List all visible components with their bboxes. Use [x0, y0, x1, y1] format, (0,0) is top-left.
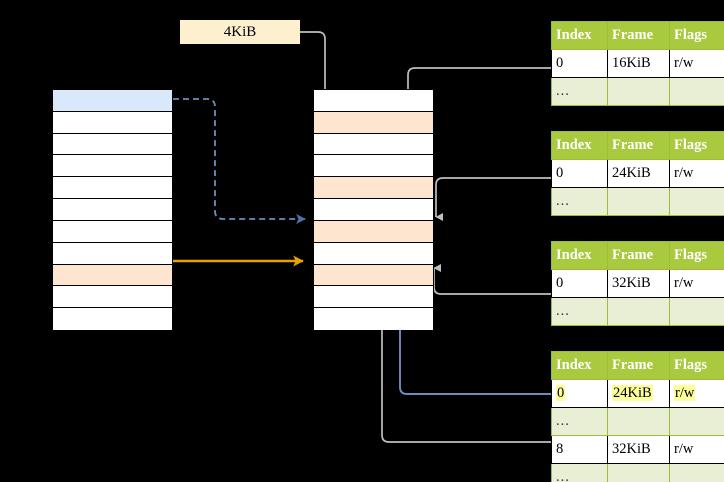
physical-frame-row-4 [314, 177, 433, 200]
page-table-4-header-index: Index [551, 351, 608, 380]
virtual-page-row-8 [53, 264, 172, 287]
physical-frame-row-9 [314, 286, 433, 309]
page-table-1-cell-index: 0 [551, 49, 608, 78]
page-table-3-header-index: Index [551, 241, 608, 270]
virtual-page-row-0 [53, 90, 172, 112]
physical-frame-row-8 [314, 264, 433, 287]
page-table-1-cell-flags [669, 77, 724, 106]
page-table-3-cell-flags [669, 297, 724, 326]
virtual-page-row-9 [53, 286, 172, 309]
page-table-2-cell-index: ... [551, 187, 608, 216]
virtual-address-space-table [52, 89, 173, 330]
page-table-3-cell-index: 0 [551, 269, 608, 298]
highlighted-value: r/w [674, 385, 696, 401]
page-table-4-cell-flags [669, 463, 724, 482]
page-table-3-cell-index: ... [551, 297, 608, 326]
page-table-1-cell-index: ... [551, 77, 608, 106]
page-table-4-row: ... [551, 407, 724, 436]
page-table-2-row: ... [551, 187, 724, 216]
highlighted-value: 24KiB [612, 385, 653, 401]
virtual-page-row-10 [53, 308, 172, 330]
page-table-4-cell-flags [669, 407, 724, 436]
wire-pt2-to-frame [435, 177, 551, 221]
physical-frame-row-6 [314, 220, 433, 243]
page-table-2-cell-flags: r/w [669, 159, 724, 188]
physical-frame-row-0 [314, 90, 433, 112]
frame-size-tag: 4KiB [180, 20, 300, 44]
physical-frame-row-1 [314, 111, 433, 134]
page-table-3-cell-frame [607, 297, 670, 326]
page-table-2-cell-frame: 24KiB [607, 159, 670, 188]
page-table-1-cell-frame [607, 77, 670, 106]
physical-frame-row-5 [314, 199, 433, 221]
page-table-1-cell-frame: 16KiB [607, 49, 670, 78]
page-table-4-cell-index: ... [551, 407, 608, 436]
highlighted-value: 0 [556, 385, 566, 401]
page-table-4-cell-index: ... [551, 463, 608, 482]
wire-vpage-to-frame [173, 98, 306, 224]
page-table-3-cell-frame: 32KiB [607, 269, 670, 298]
physical-frame-row-2 [314, 133, 433, 156]
page-table-4-cell-flags: r/w [669, 435, 724, 464]
page-table-1-row: ... [551, 77, 724, 106]
page-table-1-header-frame: Frame [607, 21, 670, 50]
physical-memory-table [313, 89, 434, 330]
page-table-3-header-frame: Frame [607, 241, 670, 270]
page-table-4-header-frame: Frame [607, 351, 670, 380]
virtual-page-row-2 [53, 133, 172, 156]
page-table-4-header-flags: Flags [669, 351, 724, 380]
page-table-2-cell-flags [669, 187, 724, 216]
page-table-2-cell-frame [607, 187, 670, 216]
page-table-4-cell-index: 0 [551, 379, 608, 408]
page-table-3-cell-flags: r/w [669, 269, 724, 298]
page-table-4-cell-index: 8 [551, 435, 608, 464]
page-table-1-cell-flags: r/w [669, 49, 724, 78]
physical-frame-row-7 [314, 242, 433, 265]
page-table-4-cell-frame [607, 407, 670, 436]
page-table-2-cell-index: 0 [551, 159, 608, 188]
page-table-3-header-flags: Flags [669, 241, 724, 270]
page-table-4-row: 0 24KiB r/w [551, 379, 724, 408]
virtual-page-row-3 [53, 155, 172, 178]
virtual-page-row-6 [53, 220, 172, 243]
page-table-4-cell-frame: 32KiB [607, 435, 670, 464]
page-table-3-row: ... [551, 297, 724, 326]
virtual-page-row-5 [53, 199, 172, 221]
page-table-4-row: ... [551, 463, 724, 482]
wire-pt3-to-frame [433, 264, 551, 295]
virtual-page-row-7 [53, 242, 172, 265]
page-table-2-header-flags: Flags [669, 131, 724, 160]
page-table-2-header-frame: Frame [607, 131, 670, 160]
physical-frame-row-3 [314, 155, 433, 178]
page-table-2-header-index: Index [551, 131, 608, 160]
virtual-page-row-1 [53, 111, 172, 134]
page-table-4-cell-frame: 24KiB [607, 379, 670, 408]
page-table-1-header-flags: Flags [669, 21, 724, 50]
page-table-1-header-index: Index [551, 21, 608, 50]
page-table-4-cell-frame [607, 463, 670, 482]
virtual-page-row-4 [53, 177, 172, 200]
frame-size-label: 4KiB [223, 24, 257, 40]
physical-frame-row-10 [314, 308, 433, 330]
page-table-4-cell-flags: r/w [669, 379, 724, 408]
